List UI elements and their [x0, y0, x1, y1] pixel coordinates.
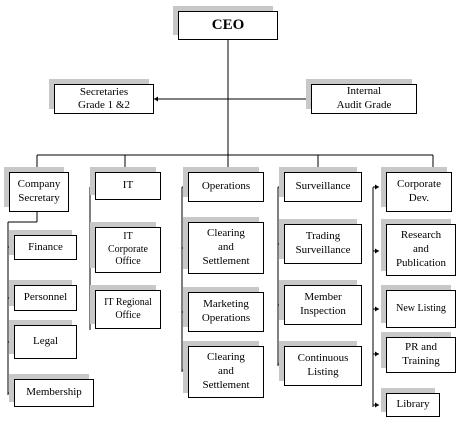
personnel-box: Personnel [14, 285, 77, 311]
legal-box: Legal [14, 325, 77, 359]
clearing-settlement-box-1: Clearing and Settlement [188, 222, 264, 274]
research-publication-box: Research and Publication [386, 224, 456, 276]
operations-box: Operations [188, 172, 264, 202]
it-regional-office-box: IT Regional Office [95, 290, 161, 329]
corporate-dev-box: Corporate Dev. [386, 172, 452, 212]
new-listing-box: New Listing [386, 290, 456, 328]
clearing-settlement-box-2: Clearing and Settlement [188, 346, 264, 398]
secretaries-box: Secretaries Grade 1 &2 [54, 84, 154, 114]
finance-box: Finance [14, 235, 77, 260]
ceo-box: CEO [178, 11, 278, 40]
member-inspection-box: Member Inspection [284, 285, 362, 325]
it-corporate-office-box: IT Corporate Office [95, 227, 161, 273]
pr-training-box: PR and Training [386, 337, 456, 373]
internal-audit-box: Internal Audit Grade [311, 84, 417, 114]
marketing-operations-box: Marketing Operations [188, 292, 264, 332]
company-secretary-box: Company Secretary [9, 172, 69, 212]
surveillance-box: Surveillance [284, 172, 362, 202]
continuous-listing-box: Continuous Listing [284, 346, 362, 386]
membership-box: Membership [14, 379, 94, 407]
it-box: IT [95, 172, 161, 200]
library-box: Library [386, 393, 440, 417]
trading-surveillance-box: Trading Surveillance [284, 224, 362, 264]
